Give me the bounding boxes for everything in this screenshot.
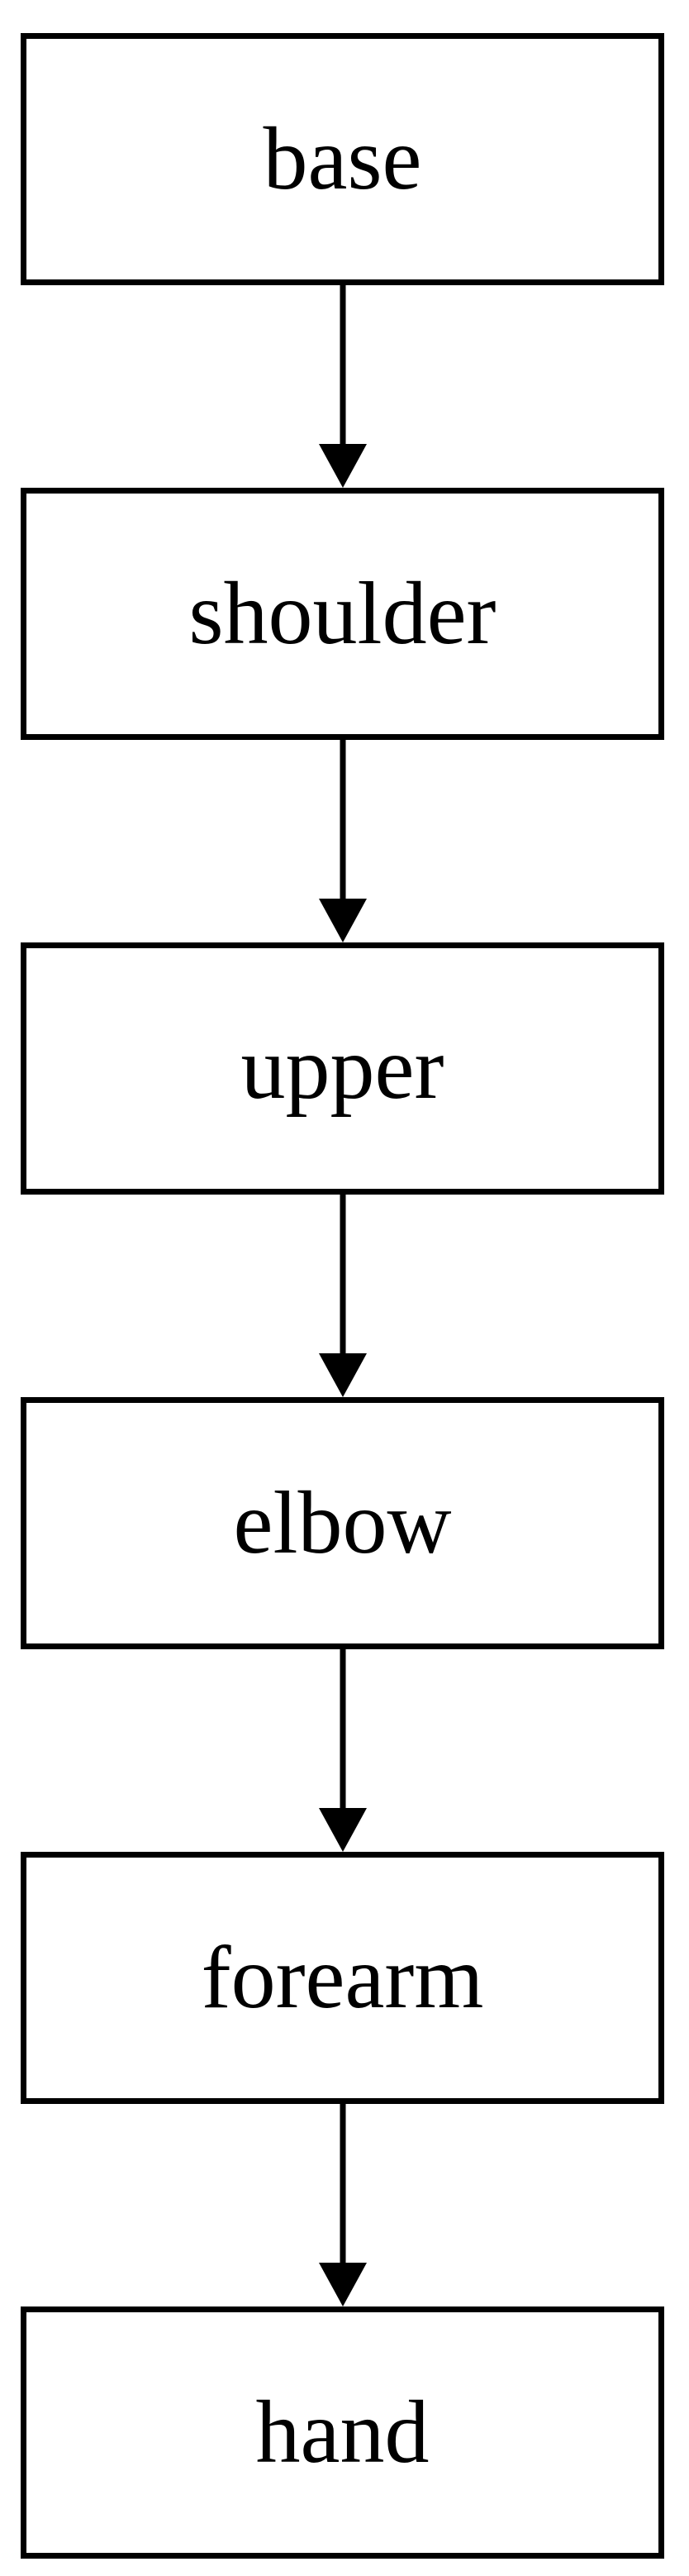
edge-line: [340, 285, 345, 444]
node-upper[interactable]: upper: [21, 942, 664, 1195]
edge-elbow-to-forearm: [21, 1649, 664, 1852]
edge-upper-to-elbow: [21, 1195, 664, 1397]
node-label-upper: upper: [240, 1018, 444, 1118]
edge-shoulder-to-upper: [21, 740, 664, 942]
edge-forearm-to-hand: [21, 2104, 664, 2306]
edge-line: [340, 1649, 345, 1808]
node-label-hand: hand: [255, 2383, 430, 2482]
arrow-down-icon: [318, 899, 367, 942]
node-hand[interactable]: hand: [21, 2306, 664, 2559]
arrow-down-icon: [318, 1808, 367, 1852]
node-base[interactable]: base: [21, 33, 664, 285]
arrow-down-icon: [318, 2263, 367, 2306]
node-elbow[interactable]: elbow: [21, 1397, 664, 1649]
node-label-forearm: forearm: [201, 1928, 484, 2027]
edge-line: [340, 2104, 345, 2263]
node-chain: base shoulder upper elbow forear: [21, 33, 664, 2559]
node-label-elbow: elbow: [233, 1473, 452, 1572]
node-label-shoulder: shoulder: [188, 564, 497, 663]
arrow-down-icon: [318, 444, 367, 488]
node-label-base: base: [263, 109, 422, 208]
edge-line: [340, 740, 345, 899]
node-forearm[interactable]: forearm: [21, 1852, 664, 2104]
node-shoulder[interactable]: shoulder: [21, 488, 664, 740]
edge-line: [340, 1195, 345, 1353]
arrow-down-icon: [318, 1353, 367, 1397]
edge-base-to-shoulder: [21, 285, 664, 488]
